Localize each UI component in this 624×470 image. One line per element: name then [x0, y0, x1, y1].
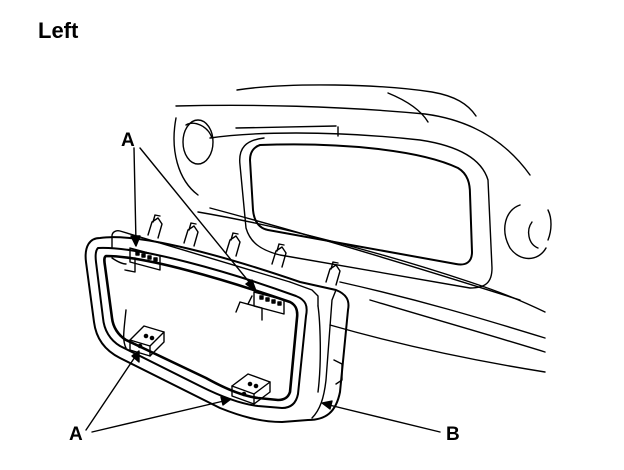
callout-a-top: A — [121, 130, 135, 151]
tab-a-upper-right — [253, 291, 285, 315]
vehicle-body — [173, 84, 552, 373]
tab-a-lower-left — [129, 325, 165, 357]
tab-a-lower-right — [231, 373, 271, 405]
page-title: Left — [38, 18, 79, 43]
leader-a-bottom-left — [85, 353, 138, 431]
leader-a-bottom-right — [91, 399, 229, 433]
leader-a-top-left — [133, 147, 137, 244]
tab-a-upper-left — [129, 247, 161, 271]
mounting-clips — [147, 214, 341, 286]
leader-lines — [85, 147, 441, 433]
leader-a-top-right — [139, 147, 255, 289]
callout-a-bottom: A — [69, 424, 83, 445]
leader-b — [324, 403, 441, 433]
bezel-panel-b — [84, 230, 350, 423]
callout-b: B — [446, 424, 460, 445]
